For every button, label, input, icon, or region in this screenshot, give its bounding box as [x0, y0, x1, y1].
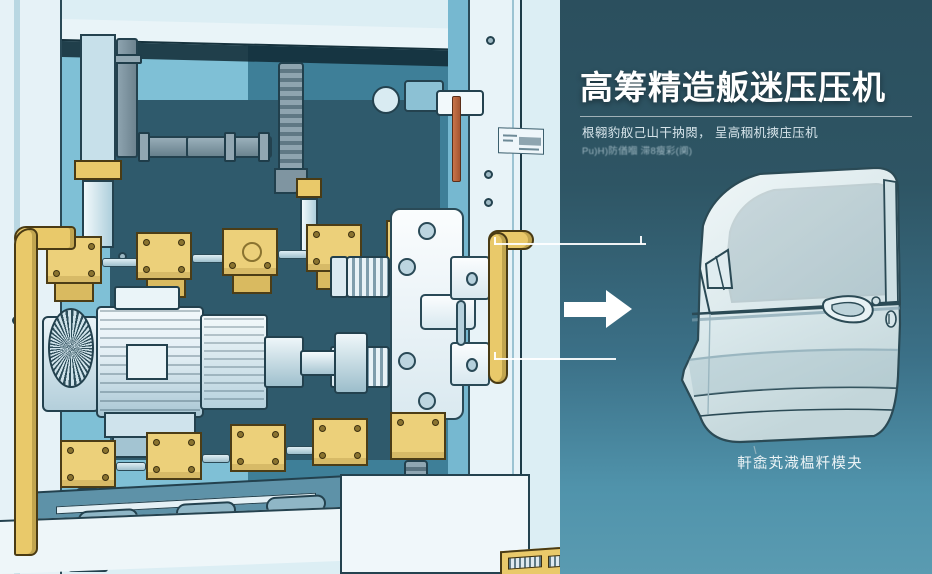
right-arrow-icon [564, 290, 634, 328]
post-collar [74, 160, 122, 180]
post-collar-2 [296, 178, 322, 198]
b-pillar [883, 178, 899, 305]
yellow-die-block [60, 440, 116, 488]
block-skirt [232, 276, 272, 294]
callout-line-lower [494, 358, 616, 360]
page-subtitle: 根翱豹舣己山干抐閦， 呈高秵机摤庒压机 [582, 126, 819, 140]
lower-shade-band [688, 349, 898, 396]
car-door-illustration [648, 164, 924, 455]
connector-rod [202, 454, 230, 463]
motor-assembly [42, 286, 368, 458]
product-caption: 軒嵞芄渽榅粁模夬 [737, 456, 863, 472]
die-bolt-hole [398, 352, 416, 370]
connector-rod [102, 258, 138, 267]
nameplate-placard [498, 127, 544, 155]
window-opening [724, 182, 894, 304]
die-bolt-hole [398, 258, 416, 276]
callout-tick-lower [494, 352, 496, 360]
connector-rod [278, 250, 308, 259]
car-door-svg [680, 166, 902, 455]
corrugated-hose [278, 62, 304, 174]
hinge-edge [681, 268, 701, 417]
sprocket-gear [346, 256, 390, 298]
block-skirt [54, 284, 94, 302]
gearbox [200, 314, 268, 410]
die-bolt-hole [418, 222, 436, 240]
page-title: 高筹精造舨迷压压机 [580, 69, 886, 106]
mirror-mount-seam [715, 255, 725, 291]
callout-line-upper [494, 243, 646, 245]
guard-rail-right [488, 232, 508, 384]
yellow-die-block [230, 424, 286, 472]
yellow-die-block [146, 432, 202, 480]
machine-base-right [340, 474, 530, 574]
die-slot [456, 300, 466, 346]
door-bottom-edge [739, 435, 875, 443]
frame-bolt [484, 170, 493, 179]
lock-cylinder [885, 310, 897, 328]
body-crease-upper [687, 348, 899, 362]
die-tab-lower [450, 342, 490, 386]
window-frame [698, 166, 902, 316]
connector-rod [286, 446, 314, 455]
connector-rod [116, 462, 146, 471]
front-edge-inner-line [707, 313, 711, 415]
handle-pivot [871, 296, 881, 306]
copper-rod [452, 96, 461, 182]
yellow-die-block [312, 418, 368, 466]
yellow-die-block [222, 228, 278, 276]
die-arm [420, 294, 476, 330]
press-machine-illustration [0, 0, 560, 574]
sill-line [699, 408, 893, 417]
right-column-seam [512, 0, 514, 574]
callout-endtick-upper [640, 236, 642, 244]
motor-fan-grill [48, 308, 94, 388]
round-cylinder-cap [372, 86, 400, 114]
pipe-flange [258, 132, 270, 162]
callout-tick-upper [494, 237, 496, 245]
yellow-die-block [136, 232, 192, 280]
motor-terminal-box [114, 286, 180, 310]
drain-mark [753, 445, 757, 455]
door-handle-recess [831, 301, 865, 317]
vertical-pipe [116, 38, 138, 158]
yellow-die-block [390, 412, 446, 460]
page-subtitle-secondary: Pu)H)防偤嗰 滞8瘦彩(阒) [582, 146, 693, 157]
pipe-flange [138, 132, 150, 162]
drive-coupling [264, 336, 304, 388]
pipe-flange [224, 132, 236, 162]
die-tab-upper [450, 256, 490, 300]
body-crease-lower [693, 386, 897, 397]
upper-guide-post [80, 34, 116, 164]
die-bolt-hole [418, 392, 436, 410]
frame-bolt [486, 36, 495, 45]
connector-rod [192, 254, 224, 263]
guard-rail-left [14, 228, 38, 556]
gearbox-fins [204, 318, 264, 406]
bearing-housing [334, 332, 368, 394]
title-divider [580, 116, 912, 117]
frame-bolt [484, 198, 493, 207]
pipe-flange [112, 54, 142, 64]
motor-nameplate [126, 344, 168, 380]
